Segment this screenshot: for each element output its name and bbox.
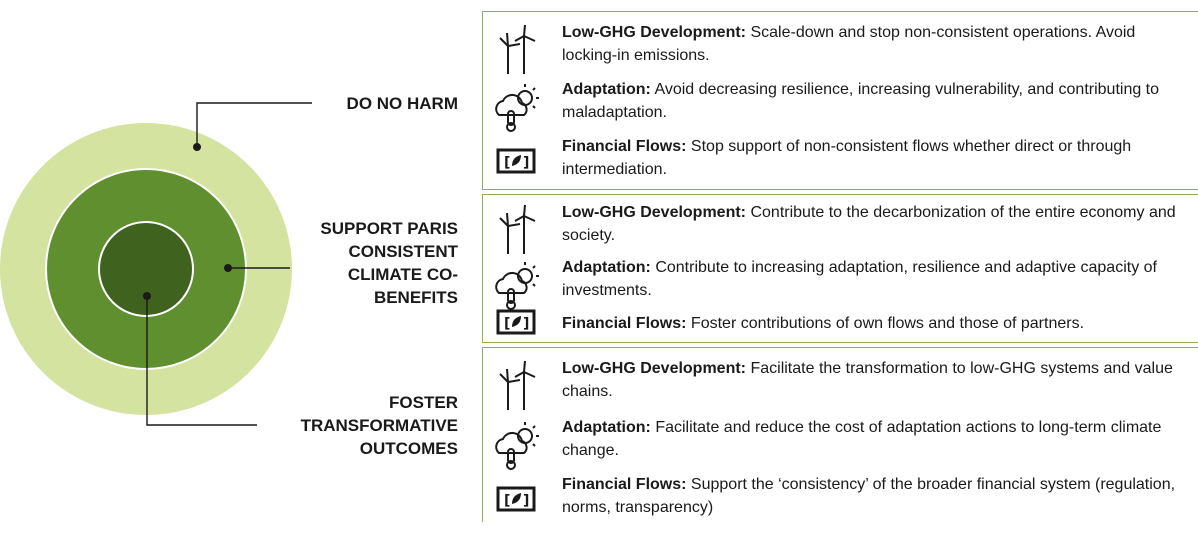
entry-text: Low-GHG Development: Facilitate the tran… xyxy=(562,358,1194,403)
entry-low-ghg: Low-GHG Development: Contribute to the d… xyxy=(483,202,1198,262)
entry-title: Financial Flows: xyxy=(562,476,687,493)
leaf-banknote-icon: [ ] xyxy=(496,486,536,512)
entry-financial-flows: [ ] Financial Flows: Stop support of non… xyxy=(483,136,1198,196)
entry-low-ghg: Low-GHG Development: Facilitate the tran… xyxy=(483,358,1198,418)
leader-dot-do-no-harm xyxy=(193,143,201,151)
entry-text: Adaptation: Avoid decreasing resilience,… xyxy=(562,79,1194,124)
svg-text:[: [ xyxy=(504,316,510,332)
entry-description: Contribute to increasing adaptation, res… xyxy=(562,259,1157,299)
entry-description: Stop support of non-consistent flows whe… xyxy=(562,138,1132,178)
svg-text:[: [ xyxy=(504,493,510,509)
tier-label-foster: FOSTER TRANSFORMATIVE OUTCOMES xyxy=(300,393,458,458)
entry-financial-flows: [ ] Financial Flows: Support the ‘consis… xyxy=(483,474,1198,534)
svg-text:]: ] xyxy=(523,155,529,171)
panel-do-no-harm: Low-GHG Development: Scale-down and stop… xyxy=(482,11,1198,190)
entry-adaptation: Adaptation: Avoid decreasing resilience,… xyxy=(483,79,1198,139)
leader-line-foster xyxy=(146,296,257,426)
entry-title: Financial Flows: xyxy=(562,315,687,332)
entry-adaptation: Adaptation: Facilitate and reduce the co… xyxy=(483,417,1198,477)
entry-description: Facilitate the transformation to low-GHG… xyxy=(562,360,1173,400)
leader-dot-support-paris xyxy=(224,264,232,272)
entry-description: Avoid decreasing resilience, increasing … xyxy=(562,81,1160,121)
entry-text: Financial Flows: Support the ‘consistenc… xyxy=(562,474,1194,519)
leaf-banknote-icon: [ ] xyxy=(496,309,536,335)
cloud-sun-thermometer-icon xyxy=(495,262,539,310)
entry-text: Low-GHG Development: Scale-down and stop… xyxy=(562,22,1194,67)
entry-title: Adaptation: xyxy=(562,419,651,436)
entry-description: Scale-down and stop non-consistent opera… xyxy=(562,24,1136,64)
wind-turbine-icon xyxy=(499,360,536,410)
cloud-sun-thermometer-icon xyxy=(495,422,539,470)
concentric-circles-diagram xyxy=(0,102,312,426)
entry-text: Adaptation: Facilitate and reduce the co… xyxy=(562,417,1194,462)
entry-low-ghg: Low-GHG Development: Scale-down and stop… xyxy=(483,22,1198,82)
entry-description: Contribute to the decarbonization of the… xyxy=(562,204,1176,244)
entry-text: Financial Flows: Stop support of non-con… xyxy=(562,136,1194,181)
svg-text:]: ] xyxy=(523,493,529,509)
entry-text: Low-GHG Development: Contribute to the d… xyxy=(562,202,1194,247)
panel-support-paris: Low-GHG Development: Contribute to the d… xyxy=(482,194,1198,343)
wind-turbine-icon xyxy=(499,204,536,254)
cloud-sun-thermometer-icon xyxy=(495,84,539,132)
entry-financial-flows: [ ] Financial Flows: Foster contribution… xyxy=(483,309,1198,373)
leader-line-do-no-harm xyxy=(196,102,312,147)
entry-title: Low-GHG Development: xyxy=(562,24,747,41)
entry-text: Adaptation: Contribute to increasing ada… xyxy=(562,257,1194,302)
entry-adaptation: Adaptation: Contribute to increasing ada… xyxy=(483,257,1198,317)
entry-title: Adaptation: xyxy=(562,81,651,98)
svg-text:]: ] xyxy=(523,316,529,332)
leaf-banknote-icon: [ ] xyxy=(496,148,536,174)
tier-label-do-no-harm: DO NO HARM xyxy=(346,94,458,113)
entry-title: Financial Flows: xyxy=(562,138,687,155)
entry-text: Financial Flows: Foster contributions of… xyxy=(562,313,1194,336)
entry-title: Low-GHG Development: xyxy=(562,204,747,221)
inner-circle-transformative xyxy=(98,221,194,317)
svg-text:[: [ xyxy=(504,155,510,171)
entry-description: Support the ‘consistency’ of the broader… xyxy=(562,476,1176,516)
entry-description: Foster contributions of own flows and th… xyxy=(690,315,1085,332)
tier-label-support-paris: SUPPORT PARIS CONSISTENT CLIMATE CO-BENE… xyxy=(320,219,458,307)
wind-turbine-icon xyxy=(499,24,536,74)
leader-dot-foster xyxy=(143,292,151,300)
panel-foster: Low-GHG Development: Facilitate the tran… xyxy=(482,347,1198,522)
entry-title: Low-GHG Development: xyxy=(562,360,747,377)
entry-title: Adaptation: xyxy=(562,259,651,276)
entry-description: Facilitate and reduce the cost of adapta… xyxy=(562,419,1162,459)
